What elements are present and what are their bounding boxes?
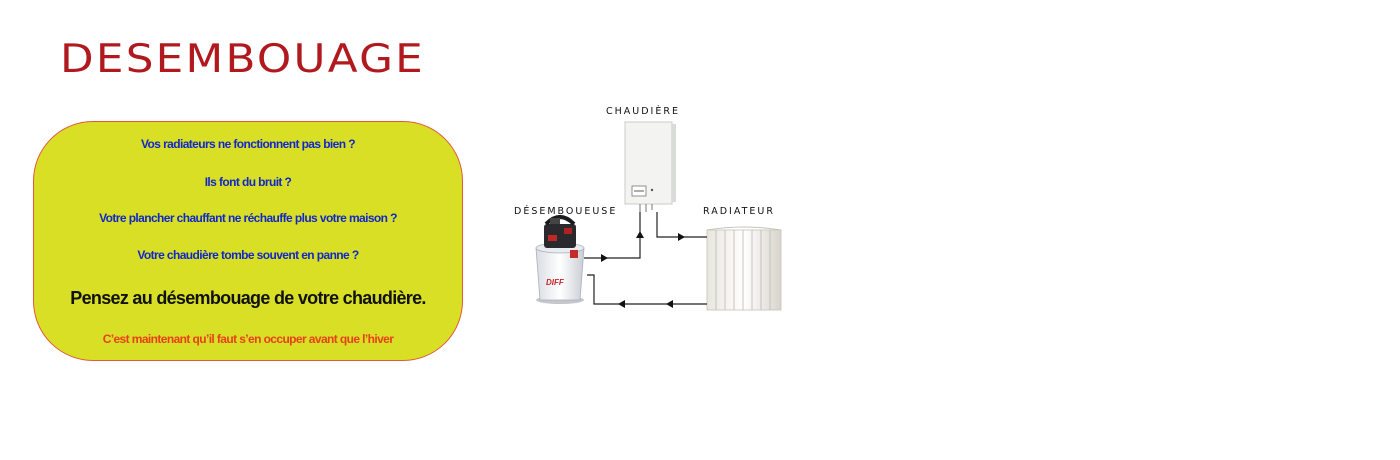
desludging-diagram: DIFF CHAUDIÈRE DÉSE — [500, 100, 800, 320]
question-noise: Ils font du bruit ? — [204, 175, 292, 189]
flow-arrows — [601, 231, 685, 308]
question-radiators: Vos radiateurs ne fonctionnent pas bien … — [141, 137, 355, 151]
radiator-label: RADIATEUR — [703, 206, 775, 217]
boiler-label: CHAUDIÈRE — [606, 106, 680, 117]
question-floor-heating: Votre plancher chauffant ne réchauffe pl… — [99, 211, 397, 225]
seasonal-note: C’est maintenant qu’il faut s’en occuper… — [102, 332, 394, 346]
call-to-action: Pensez au désembouage de votre chaudière… — [70, 288, 426, 308]
boiler-illustration — [624, 121, 676, 212]
info-bubble: Vos radiateurs ne fonctionnent pas bien … — [33, 121, 463, 361]
pump-illustration: DIFF — [535, 215, 585, 304]
radiator-illustration — [706, 226, 782, 311]
pump-label: DÉSEMBOUEUSE — [514, 206, 618, 217]
question-boiler-failure: Votre chaudière tombe souvent en panne ? — [137, 248, 359, 262]
pump-brand-label: DIFF — [546, 278, 565, 287]
page-title: DESEMBOUAGE — [60, 37, 425, 82]
